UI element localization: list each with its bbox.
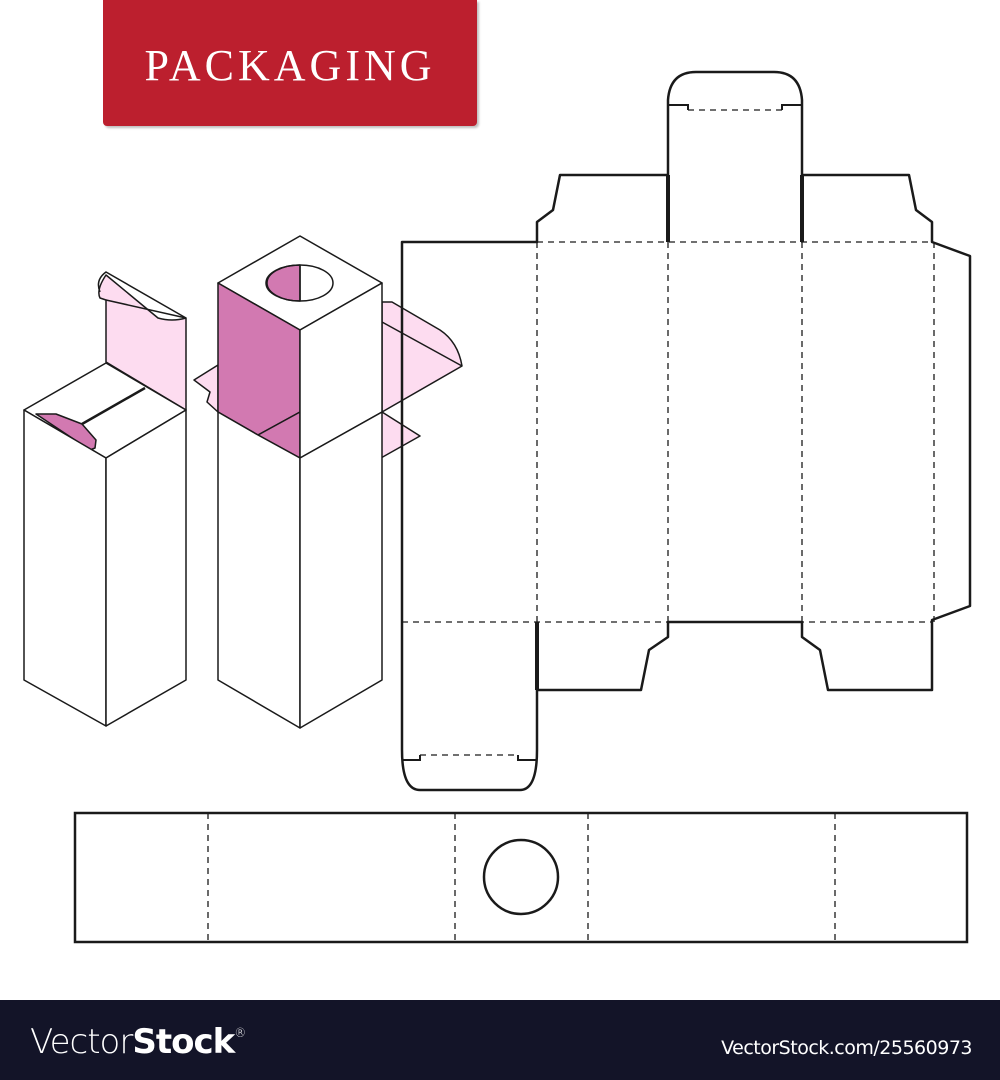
packaging-illustration: [23, 70, 972, 944]
brand-light-text: Vector: [30, 1022, 133, 1062]
sleeve-insert-with-circle-hole: [73, 811, 969, 944]
box-dieline-flat: [400, 70, 972, 792]
open-box-with-window-3d: [193, 235, 463, 729]
brand-bold-text: Stock: [132, 1022, 235, 1062]
watermark-footer: VectorStock® VectorStock.com/25560973: [0, 1000, 1000, 1080]
closed-box-3d: [23, 271, 187, 727]
title-badge: PACKAGING: [103, 0, 477, 126]
registered-mark: ®: [234, 1026, 246, 1040]
brand-logo: VectorStock®: [30, 1022, 246, 1062]
stock-id-link[interactable]: VectorStock.com/25560973: [721, 1037, 972, 1059]
page-title: PACKAGING: [144, 40, 436, 90]
